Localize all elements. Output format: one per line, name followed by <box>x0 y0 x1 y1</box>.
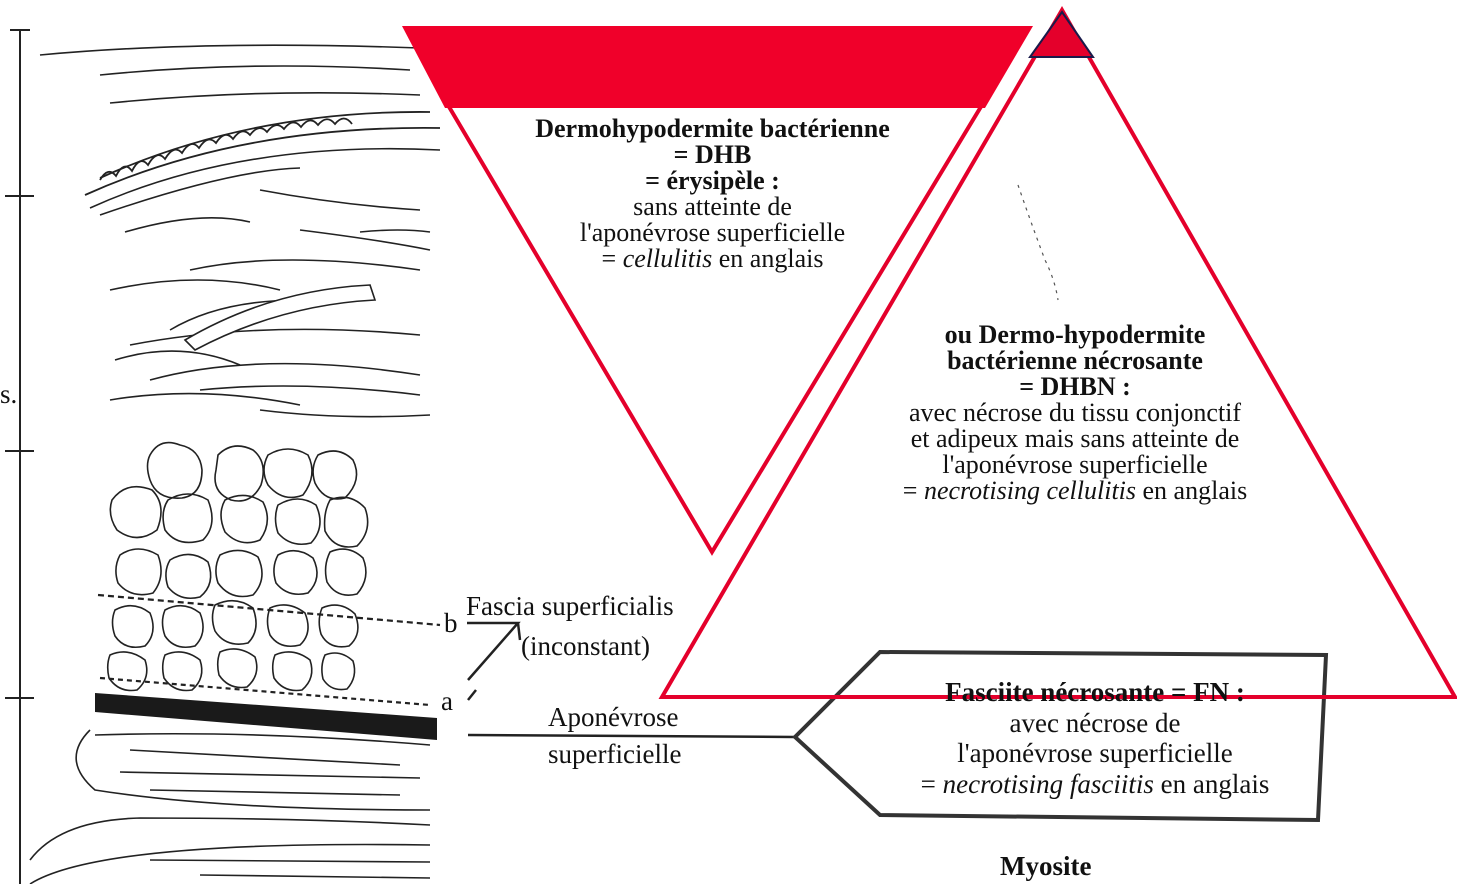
dhbn-description: ou Dermo-hypodermite bactérienne nécrosa… <box>780 322 1370 504</box>
dhb-description: Dermohypodermite bactérienne = DHB = éry… <box>455 116 970 272</box>
label-a: a <box>441 688 453 715</box>
dhbn-line7: = necrotising cellulitis en anglais <box>780 478 1370 504</box>
fn-line3: l'aponévrose superficielle <box>860 738 1330 769</box>
faint-scribble <box>1018 185 1058 300</box>
inconstant-label: (inconstant) <box>521 633 650 660</box>
dermal-vessel <box>85 112 440 195</box>
muscle-fibers <box>30 730 430 884</box>
dhb-line4: sans atteinte de <box>455 194 970 220</box>
aponeurosis-band <box>95 693 437 740</box>
dhbn-abbr: = DHBN : <box>780 374 1370 400</box>
dhb-banner <box>402 26 1033 108</box>
dhbn-apex <box>1030 12 1093 57</box>
dhbn-line5: et adipeux mais sans atteinte de <box>780 426 1370 452</box>
aponevrose-label: Aponévrose <box>548 704 678 731</box>
dhb-line6: = cellulitis en anglais <box>455 246 970 272</box>
fn-description: Fasciite nécrosante = FN : avec nécrose … <box>860 677 1330 799</box>
depth-scale <box>5 30 34 884</box>
dhbn-title-2: bactérienne nécrosante <box>780 348 1370 374</box>
dhb-line5: l'aponévrose superficielle <box>455 220 970 246</box>
dhbn-title: ou Dermo-hypodermite <box>780 322 1370 348</box>
fascia-label: Fascia superficialis <box>466 593 674 620</box>
dermis-fibers <box>40 45 440 416</box>
dhbn-line4: avec nécrose du tissu conjonctif <box>780 400 1370 426</box>
fn-title: Fasciite nécrosante = FN : <box>860 677 1330 708</box>
label-s: s. <box>0 381 17 408</box>
dhb-synonym: = érysipèle : <box>455 168 970 194</box>
dhb-abbr: = DHB <box>455 142 970 168</box>
fascia-line-b <box>98 595 440 625</box>
dhbn-line6: l'aponévrose superficielle <box>780 452 1370 478</box>
label-b: b <box>444 610 458 637</box>
myosite-label: Myosite <box>1000 853 1091 880</box>
fn-line2: avec nécrose de <box>860 708 1330 739</box>
aponevrose-label-2: superficielle <box>548 741 681 768</box>
dhb-title: Dermohypodermite bactérienne <box>455 116 970 142</box>
adipose-cells <box>108 443 368 691</box>
oblique-band <box>185 285 375 350</box>
fn-line4: = necrotising fasciitis en anglais <box>860 769 1330 800</box>
